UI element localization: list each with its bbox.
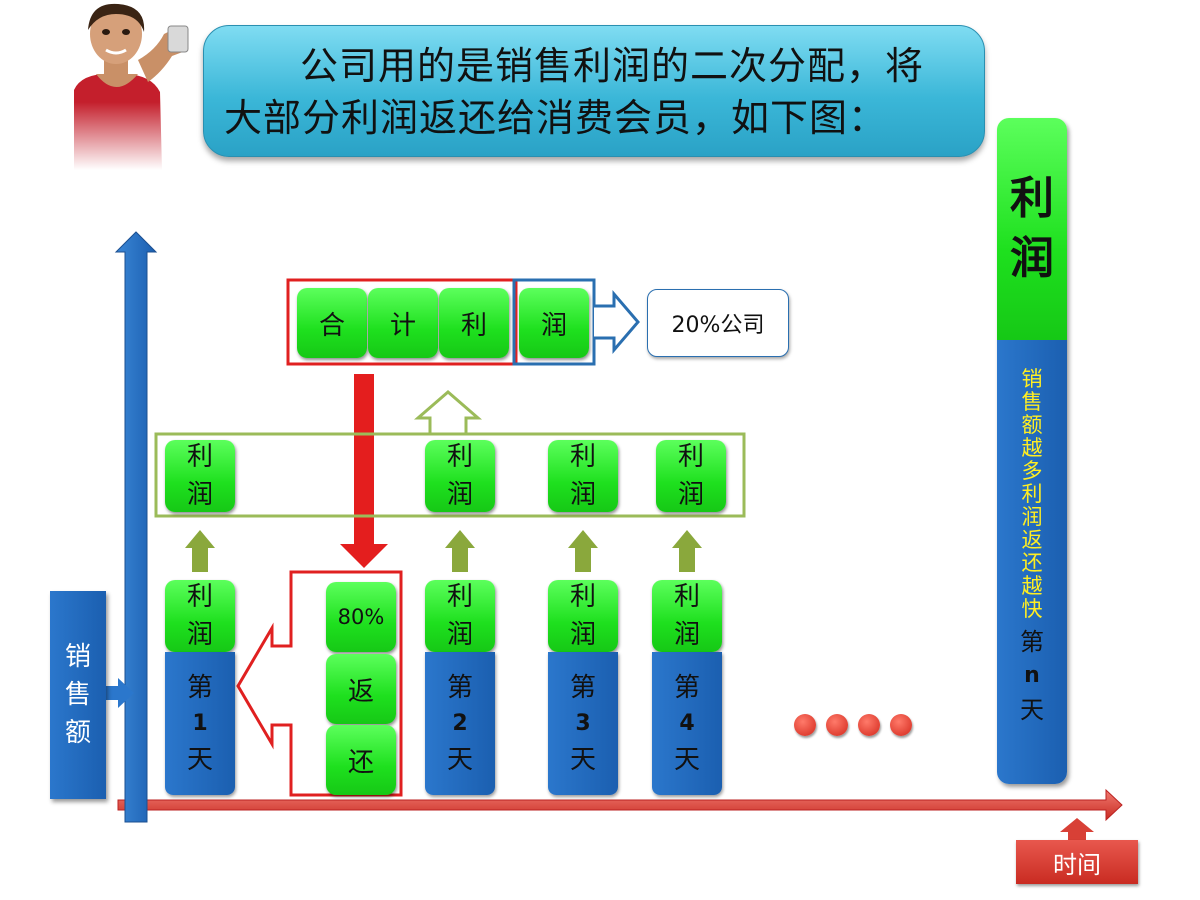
day-number: 3 (575, 710, 591, 736)
day-profit-box: 利 润 (165, 580, 235, 652)
day-n-description: 销 售 额 越 多 利 润 返 还 越 快 (1020, 368, 1044, 621)
day-profit-a: 利 (186, 582, 213, 612)
desc-char: 售 (1021, 390, 1043, 414)
day-column-4: 利 润 第 4 天 (652, 580, 722, 795)
profit-row-box-1: 利 润 (165, 440, 235, 512)
day-profit-b: 润 (446, 620, 473, 650)
desc-char: 越 (1021, 436, 1043, 460)
day-sales-box: 第 2 天 (425, 652, 495, 795)
company-share-box: 20%公司 (647, 289, 789, 357)
day-n-profit-box: 利 润 (997, 118, 1067, 340)
profit-row-label-b: 润 (569, 480, 596, 510)
title-banner: 公司用的是销售利润的二次分配，将 大部分利润返还给消费会员，如下图： (203, 25, 985, 157)
day-profit-box: 利 润 (425, 580, 495, 652)
day-label-di: 第 (186, 672, 213, 703)
day-n-tian: 天 (1020, 696, 1044, 724)
x-axis-label-box: 时间 (1016, 840, 1138, 884)
ellipsis-dot (858, 714, 880, 736)
day-n-sales-box: 销 售 额 越 多 利 润 返 还 越 快 第 n 天 (997, 340, 1067, 784)
desc-char: 额 (1021, 413, 1043, 437)
desc-char: 多 (1021, 459, 1043, 483)
return-char-1: 返 (326, 654, 396, 724)
day-number: 1 (192, 710, 208, 736)
desc-char: 润 (1021, 505, 1043, 529)
day-n-di: 第 (1020, 628, 1044, 656)
day-profit-a: 利 (673, 582, 700, 612)
day-profit-a: 利 (446, 582, 473, 612)
day-sales-box: 第 4 天 (652, 652, 722, 795)
top-char-ji: 计 (368, 288, 438, 358)
title-line-2: 大部分利润返还给消费会员，如下图： (224, 96, 888, 140)
day-n-label: 第 n 天 (1020, 625, 1044, 727)
day-column-2: 利 润 第 2 天 (425, 580, 495, 795)
y-axis-label-char: 额 (65, 718, 92, 748)
y-axis-arrow (114, 231, 158, 823)
ellipsis-dot (794, 714, 816, 736)
profit-row-label-b: 润 (446, 480, 473, 510)
day-number: 2 (452, 710, 468, 736)
y-axis-label-char: 售 (65, 680, 92, 710)
day-profit-b: 润 (569, 620, 596, 650)
day-label-tian: 天 (673, 744, 700, 775)
day-sales-box: 第 3 天 (548, 652, 618, 795)
desc-char: 还 (1021, 551, 1043, 575)
profit-row-label-a: 利 (446, 442, 473, 472)
day-profit-b: 润 (673, 620, 700, 650)
day-profit-box: 利 润 (548, 580, 618, 652)
return-percent: 80% (337, 605, 385, 629)
day-n-number: n (1024, 663, 1040, 688)
day-n-profit-b: 润 (1010, 233, 1054, 284)
x-axis-arrow (117, 788, 1123, 822)
desc-char: 销 (1021, 367, 1043, 391)
profit-row-label-b: 润 (186, 480, 213, 510)
day-label-tian: 天 (569, 744, 596, 775)
desc-char: 返 (1021, 528, 1043, 552)
day-number: 4 (679, 710, 695, 736)
desc-char: 利 (1021, 482, 1043, 506)
avatar (64, 0, 194, 170)
day-profit-box: 利 润 (652, 580, 722, 652)
profit-row-label-a: 利 (186, 442, 213, 472)
profit-row-label-a: 利 (569, 442, 596, 472)
day-column-3: 利 润 第 3 天 (548, 580, 618, 795)
profit-row-box-3: 利 润 (548, 440, 618, 512)
profit-row-label-b: 润 (677, 480, 704, 510)
day-label-tian: 天 (446, 744, 473, 775)
profit-row-label-a: 利 (677, 442, 704, 472)
top-char-run: 润 (519, 288, 589, 358)
title-line-1: 公司用的是销售利润的二次分配，将 (300, 44, 925, 88)
x-axis-label: 时间 (1053, 850, 1101, 879)
day-sales-box: 第 1 天 (165, 652, 235, 795)
ellipsis-dot (890, 714, 912, 736)
desc-char: 快 (1021, 597, 1043, 621)
profit-row-box-2: 利 润 (425, 440, 495, 512)
day-profit-b: 润 (186, 620, 213, 650)
ellipsis-dot (826, 714, 848, 736)
day-label-di: 第 (569, 672, 596, 703)
y-axis-label-box: 销 售 额 (50, 591, 106, 799)
day-n-column: 利 润 销 售 额 越 多 利 润 返 还 越 快 第 n 天 (997, 118, 1067, 784)
day-profit-a: 利 (569, 582, 596, 612)
day-label-tian: 天 (186, 744, 213, 775)
day-n-profit-a: 利 (1010, 173, 1054, 224)
day-label-di: 第 (446, 672, 473, 703)
top-char-li: 利 (439, 288, 509, 358)
day-column-1: 利 润 第 1 天 (165, 580, 235, 795)
top-char-he: 合 (297, 288, 367, 358)
return-percent-box: 80% (326, 582, 396, 652)
desc-char: 越 (1021, 574, 1043, 598)
y-axis-label-char: 销 (65, 642, 92, 672)
return-char-2: 还 (326, 725, 396, 795)
profit-row-box-4: 利 润 (656, 440, 726, 512)
day-label-di: 第 (673, 672, 700, 703)
